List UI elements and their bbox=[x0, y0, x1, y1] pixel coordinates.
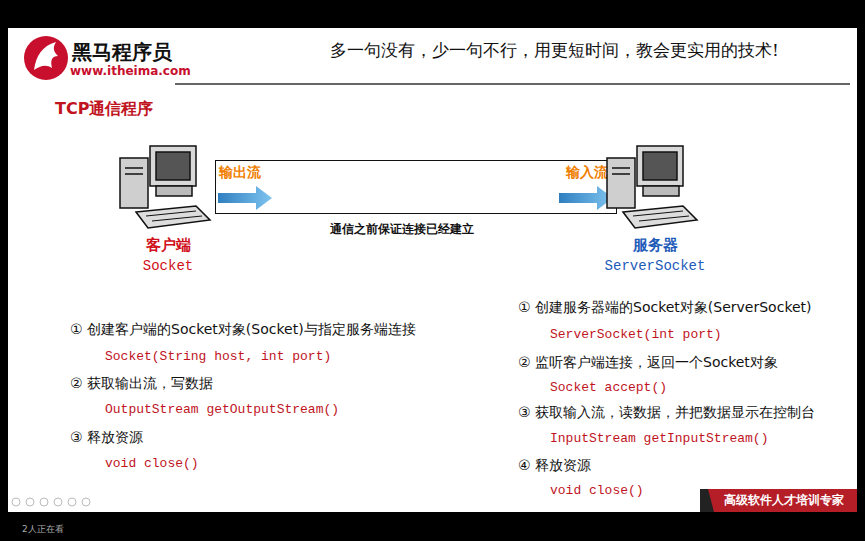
step-text: ③ 获取输入流，读数据，并把数据显示在控制台 bbox=[518, 404, 815, 421]
step-text: ③ 释放资源 bbox=[70, 429, 143, 446]
logo-name: 黑马程序员 bbox=[72, 40, 172, 64]
slide-title: TCP通信程序 bbox=[55, 99, 153, 118]
code-text: Socket(String host, int port) bbox=[105, 349, 331, 365]
stream-name: 输出流 bbox=[219, 164, 261, 181]
logo-horse bbox=[34, 42, 58, 70]
slogan-banner: 高级软件人才培训专家 bbox=[700, 489, 857, 512]
logo-url: www.itheima.com bbox=[70, 64, 191, 78]
server-computer: 服务器 ServerSocket bbox=[596, 140, 714, 280]
banner-slant bbox=[700, 489, 714, 512]
stream-name: 输入流 bbox=[566, 164, 608, 181]
code-text: void close() bbox=[550, 483, 644, 499]
viewer-count: 2人正在看 bbox=[22, 524, 64, 535]
player-icons bbox=[12, 498, 90, 506]
code-text: void close() bbox=[105, 456, 199, 472]
code-text: ServerSocket(int port) bbox=[550, 327, 722, 343]
step-text: ④ 释放资源 bbox=[518, 457, 591, 474]
slogan: 多一句没有，少一句不行，用更短时间，教会更实用的技术! bbox=[330, 40, 779, 60]
step-text: ① 创建服务器端的Socket对象(ServerSocket) bbox=[518, 299, 812, 316]
computer-icon bbox=[113, 140, 215, 232]
banner-text: 高级软件人才培训专家 bbox=[724, 493, 844, 507]
stream-tube: 输出流 输入流 bbox=[215, 160, 617, 214]
stream-arrows bbox=[215, 160, 617, 214]
computer-icon bbox=[596, 140, 706, 232]
code-text: OutputStream getOutputStream() bbox=[105, 402, 339, 418]
code-text: Socket accept() bbox=[550, 380, 667, 396]
step-text: ② 监听客户端连接，返回一个Socket对象 bbox=[518, 354, 778, 371]
tube-caption: 通信之前保证连接已经建立 bbox=[330, 222, 474, 236]
class-name: ServerSocket bbox=[596, 258, 714, 275]
code-text: InputStream getInputStream() bbox=[550, 431, 768, 447]
client-computer: 客户端 Socket bbox=[113, 140, 223, 280]
header-rule bbox=[175, 83, 850, 85]
class-name: Socket bbox=[113, 258, 223, 275]
step-text: ① 创建客户端的Socket对象(Socket)与指定服务端连接 bbox=[70, 321, 416, 338]
node-heading: 服务器 bbox=[596, 236, 714, 254]
node-heading: 客户端 bbox=[113, 236, 223, 254]
logo-circle bbox=[24, 36, 68, 80]
step-text: ② 获取输出流，写数据 bbox=[70, 375, 213, 392]
